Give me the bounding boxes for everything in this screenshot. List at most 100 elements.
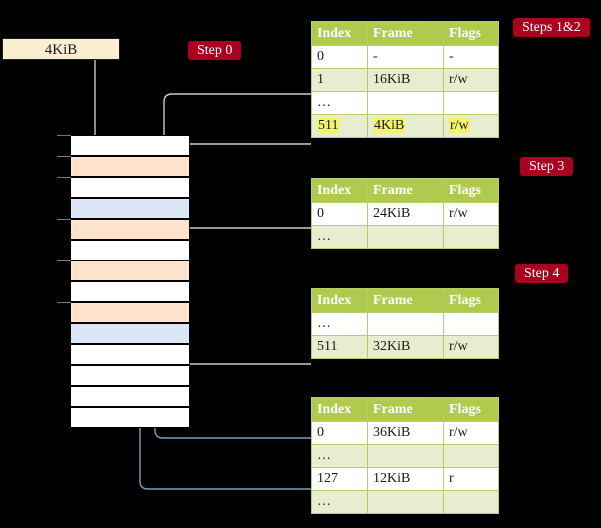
column-header-frame: Frame xyxy=(367,21,444,46)
cell-index: 1 xyxy=(311,68,368,92)
cell-frame: 12KiB xyxy=(367,467,444,491)
cell-flags: r/w xyxy=(443,335,499,359)
memory-row-tick xyxy=(57,302,71,303)
wire-table2-row0-to-memory xyxy=(171,227,311,261)
memory-frame-row xyxy=(70,281,190,303)
wire-table3-row511-to-memory xyxy=(170,308,311,365)
cell-frame: 36KiB xyxy=(367,421,444,445)
cell-index: 0 xyxy=(311,45,368,69)
cell-flags: r xyxy=(443,467,499,491)
memory-frame-row xyxy=(70,155,190,177)
memory-row-tick xyxy=(57,219,71,220)
cell-index: … xyxy=(311,225,368,249)
memory-frame-row xyxy=(70,302,190,324)
column-header-frame: Frame xyxy=(367,397,444,422)
column-header-flags: Flags xyxy=(443,397,499,422)
cell-frame: 4KiB xyxy=(367,114,444,138)
column-header-index: Index xyxy=(311,397,368,422)
cell-frame xyxy=(367,91,444,115)
table-row: … xyxy=(311,312,499,336)
pill-step-3: Step 3 xyxy=(520,157,574,176)
memory-frame-row xyxy=(70,260,190,282)
cell-frame: 24KiB xyxy=(367,202,444,226)
cell-index: 127 xyxy=(311,467,368,491)
column-header-flags: Flags xyxy=(443,21,499,46)
cell-index: … xyxy=(311,312,368,336)
column-header-flags: Flags xyxy=(443,288,499,313)
cell-flags xyxy=(443,444,499,468)
cell-frame xyxy=(367,312,444,336)
cell-frame xyxy=(367,225,444,249)
cell-frame: 32KiB xyxy=(367,335,444,359)
table-row: … xyxy=(311,91,499,115)
memory-frame-row xyxy=(70,364,190,386)
memory-row-tick xyxy=(57,177,71,178)
column-header-frame: Frame xyxy=(367,288,444,313)
cell-index: 0 xyxy=(311,202,368,226)
column-header-index: Index xyxy=(311,288,368,313)
memory-row-tick xyxy=(57,135,71,136)
cell-frame xyxy=(367,444,444,468)
cell-index: … xyxy=(311,91,368,115)
memory-frame-row xyxy=(70,135,190,156)
pill-step-4: Step 4 xyxy=(515,264,569,283)
column-header-frame: Frame xyxy=(367,178,444,203)
cell-frame: - xyxy=(367,45,444,69)
memory-frame-row xyxy=(70,239,190,261)
cell-flags: r/w xyxy=(443,421,499,445)
cell-frame: 16KiB xyxy=(367,68,444,92)
table-row: 0-- xyxy=(311,45,499,69)
column-header-flags: Flags xyxy=(443,178,499,203)
memory-frame-row xyxy=(70,344,190,365)
cell-index: 511 xyxy=(311,114,368,138)
wire-table1-row511-to-memory xyxy=(171,143,311,164)
memory-frame-row xyxy=(70,197,190,219)
table-row: … xyxy=(311,490,499,514)
column-header-index: Index xyxy=(311,21,368,46)
cell-flags: r/w xyxy=(443,202,499,226)
memory-row-tick xyxy=(57,156,71,157)
cell-index: … xyxy=(311,444,368,468)
memory-frame-row xyxy=(70,385,190,407)
table-row: … xyxy=(311,444,499,468)
memory-row-tick xyxy=(57,260,71,261)
cell-flags xyxy=(443,312,499,336)
memory-frame-row xyxy=(70,406,190,428)
highlighted-value: 511 xyxy=(317,118,340,133)
column-header-index: Index xyxy=(311,178,368,203)
memory-frame-row xyxy=(70,176,190,198)
cell-flags: r/w xyxy=(443,68,499,92)
highlighted-value: r/w xyxy=(449,118,470,133)
highlighted-value: 4KiB xyxy=(373,118,406,133)
pill-steps-1-2: Steps 1&2 xyxy=(513,18,590,37)
table-row: 511 4KiB r/w xyxy=(311,114,499,138)
memory-frame-column xyxy=(70,135,190,428)
pill-step-0: Step 0 xyxy=(188,41,242,60)
memory-frame-row xyxy=(70,323,190,345)
memory-frame-row xyxy=(70,218,190,240)
cell-index: 0 xyxy=(311,421,368,445)
cell-flags xyxy=(443,91,499,115)
cell-flags: - xyxy=(443,45,499,69)
cell-flags: r/w xyxy=(443,114,499,138)
source-size-box: 4KiB xyxy=(2,38,120,60)
cell-index: 511 xyxy=(311,335,368,359)
cell-index: … xyxy=(311,490,368,514)
cell-flags xyxy=(443,490,499,514)
cell-flags xyxy=(443,225,499,249)
table-row: … xyxy=(311,225,499,249)
cell-frame xyxy=(367,490,444,514)
